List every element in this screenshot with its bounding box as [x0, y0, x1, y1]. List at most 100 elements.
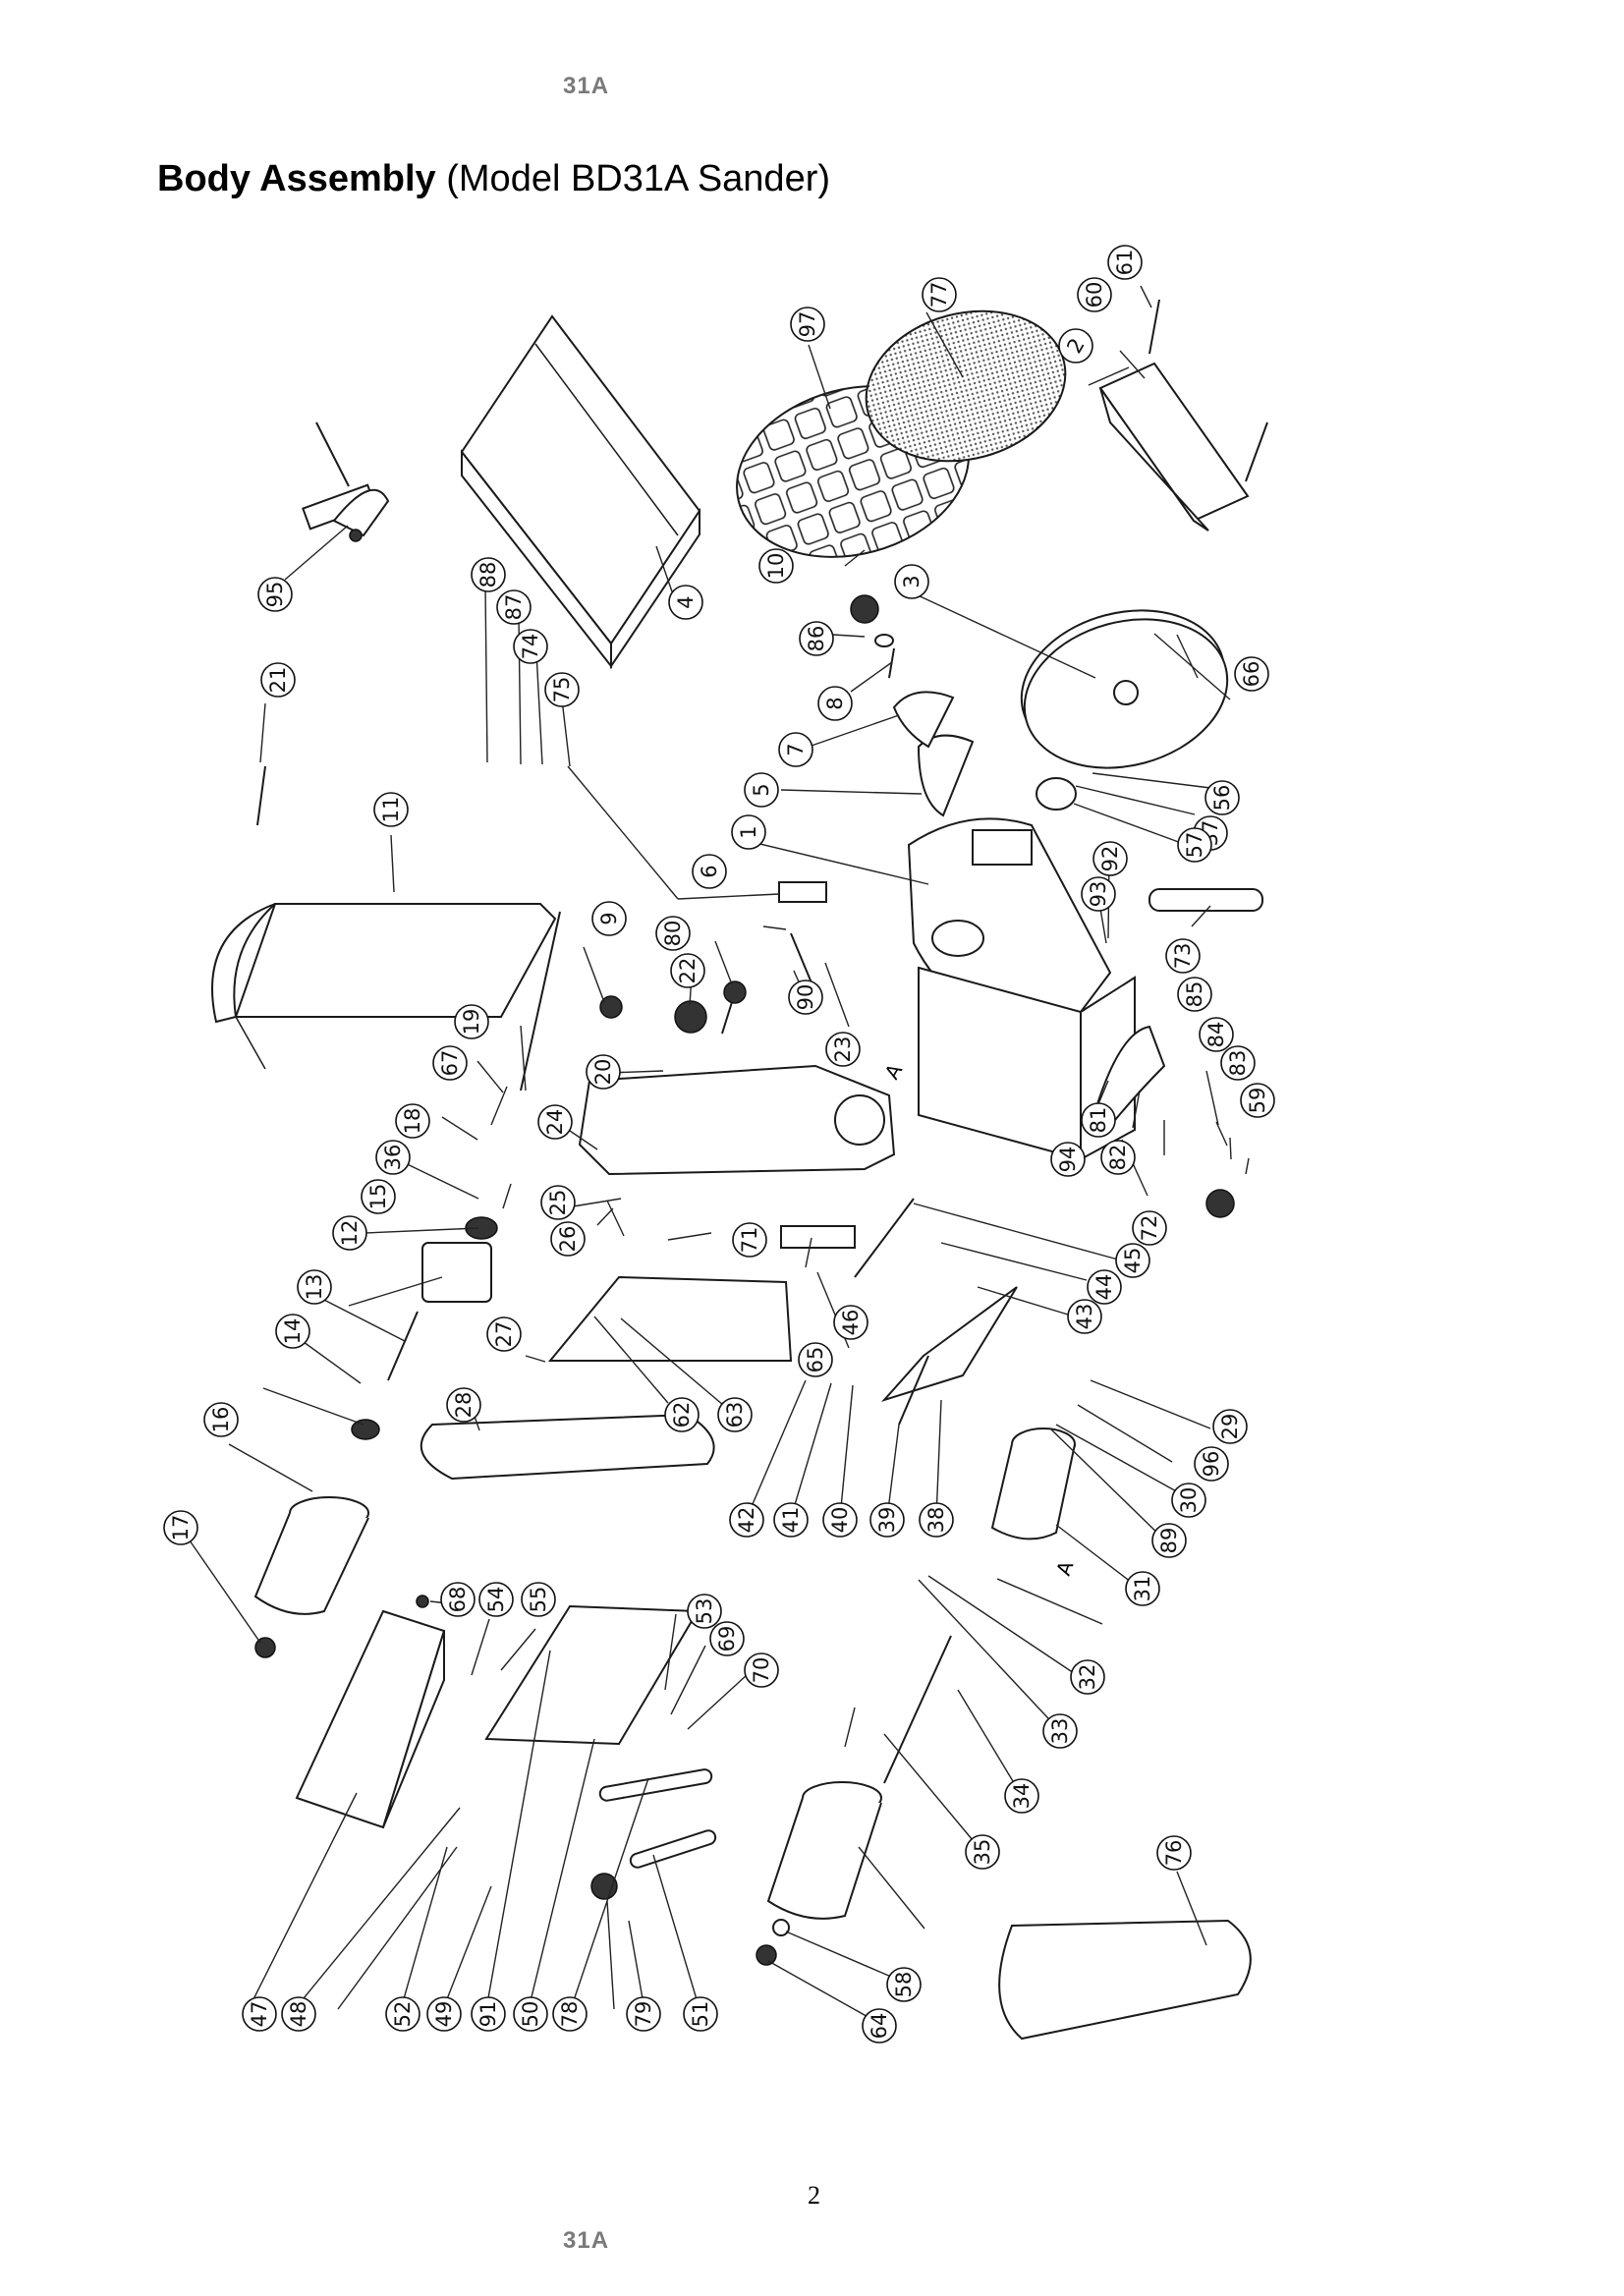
callout-label: 92 [1098, 846, 1122, 872]
callout-label: 81 [1087, 1107, 1110, 1134]
callout-45: 45 [1115, 1243, 1150, 1278]
callout-label: 34 [1010, 1783, 1034, 1810]
callout-7: 7 [778, 732, 813, 767]
callout-circle [744, 772, 779, 808]
callout-19: 19 [454, 1004, 489, 1039]
shaft-13-part [387, 1311, 419, 1381]
callout-16: 16 [203, 1402, 239, 1437]
callout-circle [1171, 1483, 1206, 1518]
callout-36: 36 [375, 1140, 411, 1175]
callout-40: 40 [822, 1502, 858, 1538]
callout-circle [385, 1996, 420, 2032]
callout-20: 20 [586, 1054, 621, 1090]
callout-10: 10 [758, 548, 794, 584]
callout-label: 72 [1138, 1215, 1161, 1242]
callout-circle [281, 1996, 316, 2032]
belt-73-part [1148, 888, 1263, 912]
callout-label: 36 [381, 1145, 405, 1171]
part-callouts: 1234567891011121314151617181920212223242… [163, 245, 1275, 2044]
callout-label: 3 [900, 575, 924, 588]
callout-15: 15 [361, 1179, 396, 1214]
callout-label: 30 [1177, 1487, 1201, 1514]
callout-74: 74 [513, 629, 548, 664]
belt-frame-part [578, 1064, 896, 1176]
callout-64: 64 [862, 2008, 897, 2044]
callout-22: 22 [670, 953, 705, 988]
callout-95: 95 [257, 577, 293, 612]
callout-circle [1058, 328, 1093, 364]
callout-circle [687, 1594, 722, 1629]
callout-label: 73 [1171, 943, 1195, 970]
washer-58-part [772, 1919, 790, 1936]
callout-label: 56 [1210, 785, 1234, 812]
callout-circle [1156, 1835, 1192, 1871]
callout-circle [586, 1054, 621, 1090]
callout-circle [732, 1222, 767, 1258]
callout-label: 91 [476, 2001, 500, 2028]
callout-circle [1042, 1713, 1078, 1749]
main-body-part [907, 817, 1136, 1161]
callout-67: 67 [432, 1045, 468, 1081]
callout-circle [717, 1397, 753, 1432]
callout-label: 71 [738, 1227, 761, 1254]
callout-label: 66 [1240, 661, 1263, 688]
bracket-45-part [854, 1198, 915, 1278]
callout-12: 12 [332, 1215, 367, 1251]
callout-2: 2 [1058, 328, 1093, 364]
callout-label: 45 [1121, 1248, 1145, 1274]
callout-27: 27 [486, 1316, 522, 1352]
callout-label: 58 [892, 1972, 916, 1998]
callout-label: 42 [735, 1507, 758, 1534]
callout-label: 77 [927, 282, 951, 308]
callout-circle [919, 1502, 954, 1538]
callout-circle [552, 1996, 588, 2032]
callout-circle [825, 1032, 861, 1067]
link-50-part [598, 1768, 713, 1802]
callout-label: 35 [971, 1839, 994, 1866]
callout-circle [729, 1502, 764, 1538]
callout-label: 27 [492, 1321, 516, 1348]
callout-label: 13 [303, 1274, 326, 1301]
page-number: 2 [808, 2181, 820, 2210]
callout-34: 34 [1004, 1778, 1039, 1814]
callout-circle [1081, 876, 1116, 912]
knob-10-part [850, 594, 879, 624]
callout-circle [471, 557, 506, 592]
callout-circle [375, 1140, 411, 1175]
callout-51: 51 [683, 1996, 718, 2032]
callout-circle [1165, 938, 1201, 974]
callout-83: 83 [1220, 1045, 1256, 1081]
callout-circle [709, 1621, 745, 1656]
housing-12-part [421, 1242, 492, 1303]
callout-circle [486, 1316, 522, 1352]
callout-label: 8 [823, 697, 847, 709]
callout-11: 11 [373, 792, 409, 827]
callout-label: 11 [379, 797, 403, 823]
callout-89: 89 [1151, 1523, 1187, 1558]
callout-circle [1100, 1140, 1136, 1175]
callout-label: 18 [401, 1108, 424, 1135]
callout-label: 65 [804, 1347, 827, 1373]
page-title: Body Assembly (Model BD31A Sander) [157, 157, 830, 200]
callout-circle [1107, 245, 1143, 280]
callout-92: 92 [1092, 841, 1128, 876]
callout-96: 96 [1194, 1446, 1229, 1482]
callout-label: 86 [805, 626, 828, 652]
callout-90: 90 [788, 980, 823, 1015]
callout-label: 25 [546, 1190, 570, 1216]
callout-circle [432, 1045, 468, 1081]
callout-48: 48 [281, 1996, 316, 2032]
callout-circle [1070, 1659, 1105, 1695]
callout-label: 20 [591, 1059, 615, 1086]
callout-label: 88 [476, 562, 500, 588]
callout-55: 55 [521, 1582, 556, 1617]
callout-label: 41 [779, 1507, 803, 1534]
trunnion-7-part [892, 691, 955, 749]
callout-label: 68 [446, 1587, 470, 1613]
knob-80-part [723, 980, 747, 1004]
callout-label: 22 [676, 958, 700, 984]
callout-label: 83 [1226, 1050, 1250, 1077]
work-table-part [460, 314, 701, 670]
callout-circle [731, 814, 766, 850]
